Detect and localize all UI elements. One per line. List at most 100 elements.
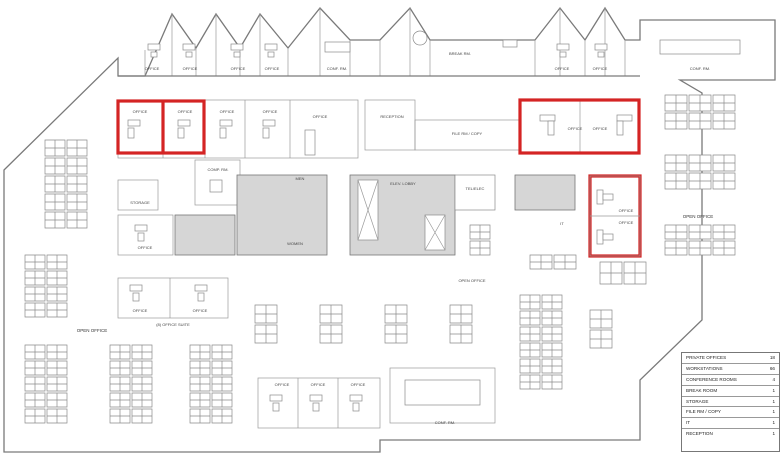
workstation [519, 326, 541, 342]
workstation [319, 324, 343, 344]
legend-row: WORKSTATIONS 66 [682, 364, 779, 375]
workstation [109, 392, 131, 408]
workstation [664, 154, 688, 172]
right-offices: OFFICE OFFICE OPEN OFFICE [589, 175, 713, 257]
workstation-clusters [24, 94, 736, 424]
workstation [664, 172, 688, 190]
workstation [384, 324, 408, 344]
workstation [688, 224, 712, 240]
legend-row: RECEPTION 1 [682, 429, 779, 440]
workstation [541, 294, 563, 310]
workstation [712, 240, 736, 256]
workstation [24, 392, 46, 408]
workstation [553, 254, 577, 270]
workstation [664, 112, 688, 130]
workstation [211, 360, 233, 376]
label-office: OFFICE [220, 109, 235, 114]
legend-label: WORKSTATIONS [686, 365, 723, 371]
workstation [589, 329, 613, 349]
workstation [131, 344, 153, 360]
legend-count: 1 [772, 409, 775, 415]
workstation [541, 358, 563, 374]
workstation [664, 224, 688, 240]
workstation [109, 376, 131, 392]
workstation [688, 240, 712, 256]
workstation [254, 304, 278, 324]
legend-count: 1 [772, 431, 775, 437]
legend-label: RECEPTION [686, 431, 713, 437]
second-row-offices: OFFICE OFFICE OFFICE OFFICE OFFICE RECEP… [117, 99, 641, 159]
legend-label: FILE RM / COPY [686, 409, 721, 415]
workstation [66, 211, 88, 229]
workstation [449, 304, 473, 324]
workstation [688, 112, 712, 130]
workstation [384, 304, 408, 324]
label-break-rm: BREAK RM. [449, 51, 471, 56]
workstation [109, 344, 131, 360]
label-comp-rm: COMP. RM. [207, 167, 228, 172]
workstation [24, 270, 46, 286]
workstation [189, 408, 211, 424]
label-office: OFFICE [275, 382, 290, 387]
legend-row: BREAK ROOM 1 [682, 386, 779, 397]
legend-count: 1 [772, 387, 775, 393]
workstation [688, 94, 712, 112]
workstation [131, 392, 153, 408]
legend-count: 18 [769, 355, 775, 360]
legend-label: CONFERENCE ROOMS [686, 376, 737, 382]
label-office: OFFICE [593, 126, 608, 131]
top-offices: OFFICE OFFICE OFFICE OFFICE CONF. RM. BR… [118, 8, 741, 77]
workstation [712, 154, 736, 172]
legend-label: PRIVATE OFFICES [686, 355, 727, 360]
label-office: OFFICE [133, 109, 148, 114]
label-office: OFFICE [145, 66, 160, 71]
workstation [24, 286, 46, 302]
workstation [44, 157, 66, 175]
label-men: MEN [296, 176, 305, 181]
label-tel-elec: TEL/ELEC [466, 186, 485, 191]
label-office: OFFICE [619, 208, 634, 213]
label-conf-rm: CONF. RM. [327, 66, 347, 71]
workstation [131, 360, 153, 376]
workstation [449, 324, 473, 344]
workstation [623, 261, 647, 285]
workstation [211, 376, 233, 392]
workstation [688, 172, 712, 190]
label-office: OFFICE [193, 308, 208, 313]
workstation [519, 374, 541, 390]
label-elev-lobby: ELEV. LOBBY [390, 181, 416, 186]
workstation [189, 376, 211, 392]
label-office: OFFICE [138, 245, 153, 250]
legend-count: 66 [769, 365, 775, 371]
workstation [469, 224, 491, 240]
legend-row: FILE RM / COPY 1 [682, 407, 779, 419]
workstation [24, 408, 46, 424]
workstation [599, 261, 623, 285]
workstation [211, 408, 233, 424]
workstation [24, 302, 46, 318]
workstation [46, 344, 68, 360]
workstation [589, 309, 613, 329]
workstation [46, 286, 68, 302]
label-office: OFFICE [178, 109, 193, 114]
workstation [712, 224, 736, 240]
workstation [46, 392, 68, 408]
legend-count: 1 [772, 398, 775, 404]
workstation [44, 175, 66, 193]
workstation [688, 154, 712, 172]
left-rooms: STORAGE OFFICE COMP. RM. OFFICE OFFICE (… [77, 159, 241, 333]
workstation [44, 139, 66, 157]
legend-label: BREAK ROOM [686, 387, 718, 393]
workstation [46, 254, 68, 270]
workstation [712, 94, 736, 112]
workstation [66, 175, 88, 193]
workstation [46, 302, 68, 318]
workstation [46, 360, 68, 376]
label-conf-rm: CONF. RM. [690, 66, 710, 71]
workstation [211, 392, 233, 408]
workstation [24, 344, 46, 360]
